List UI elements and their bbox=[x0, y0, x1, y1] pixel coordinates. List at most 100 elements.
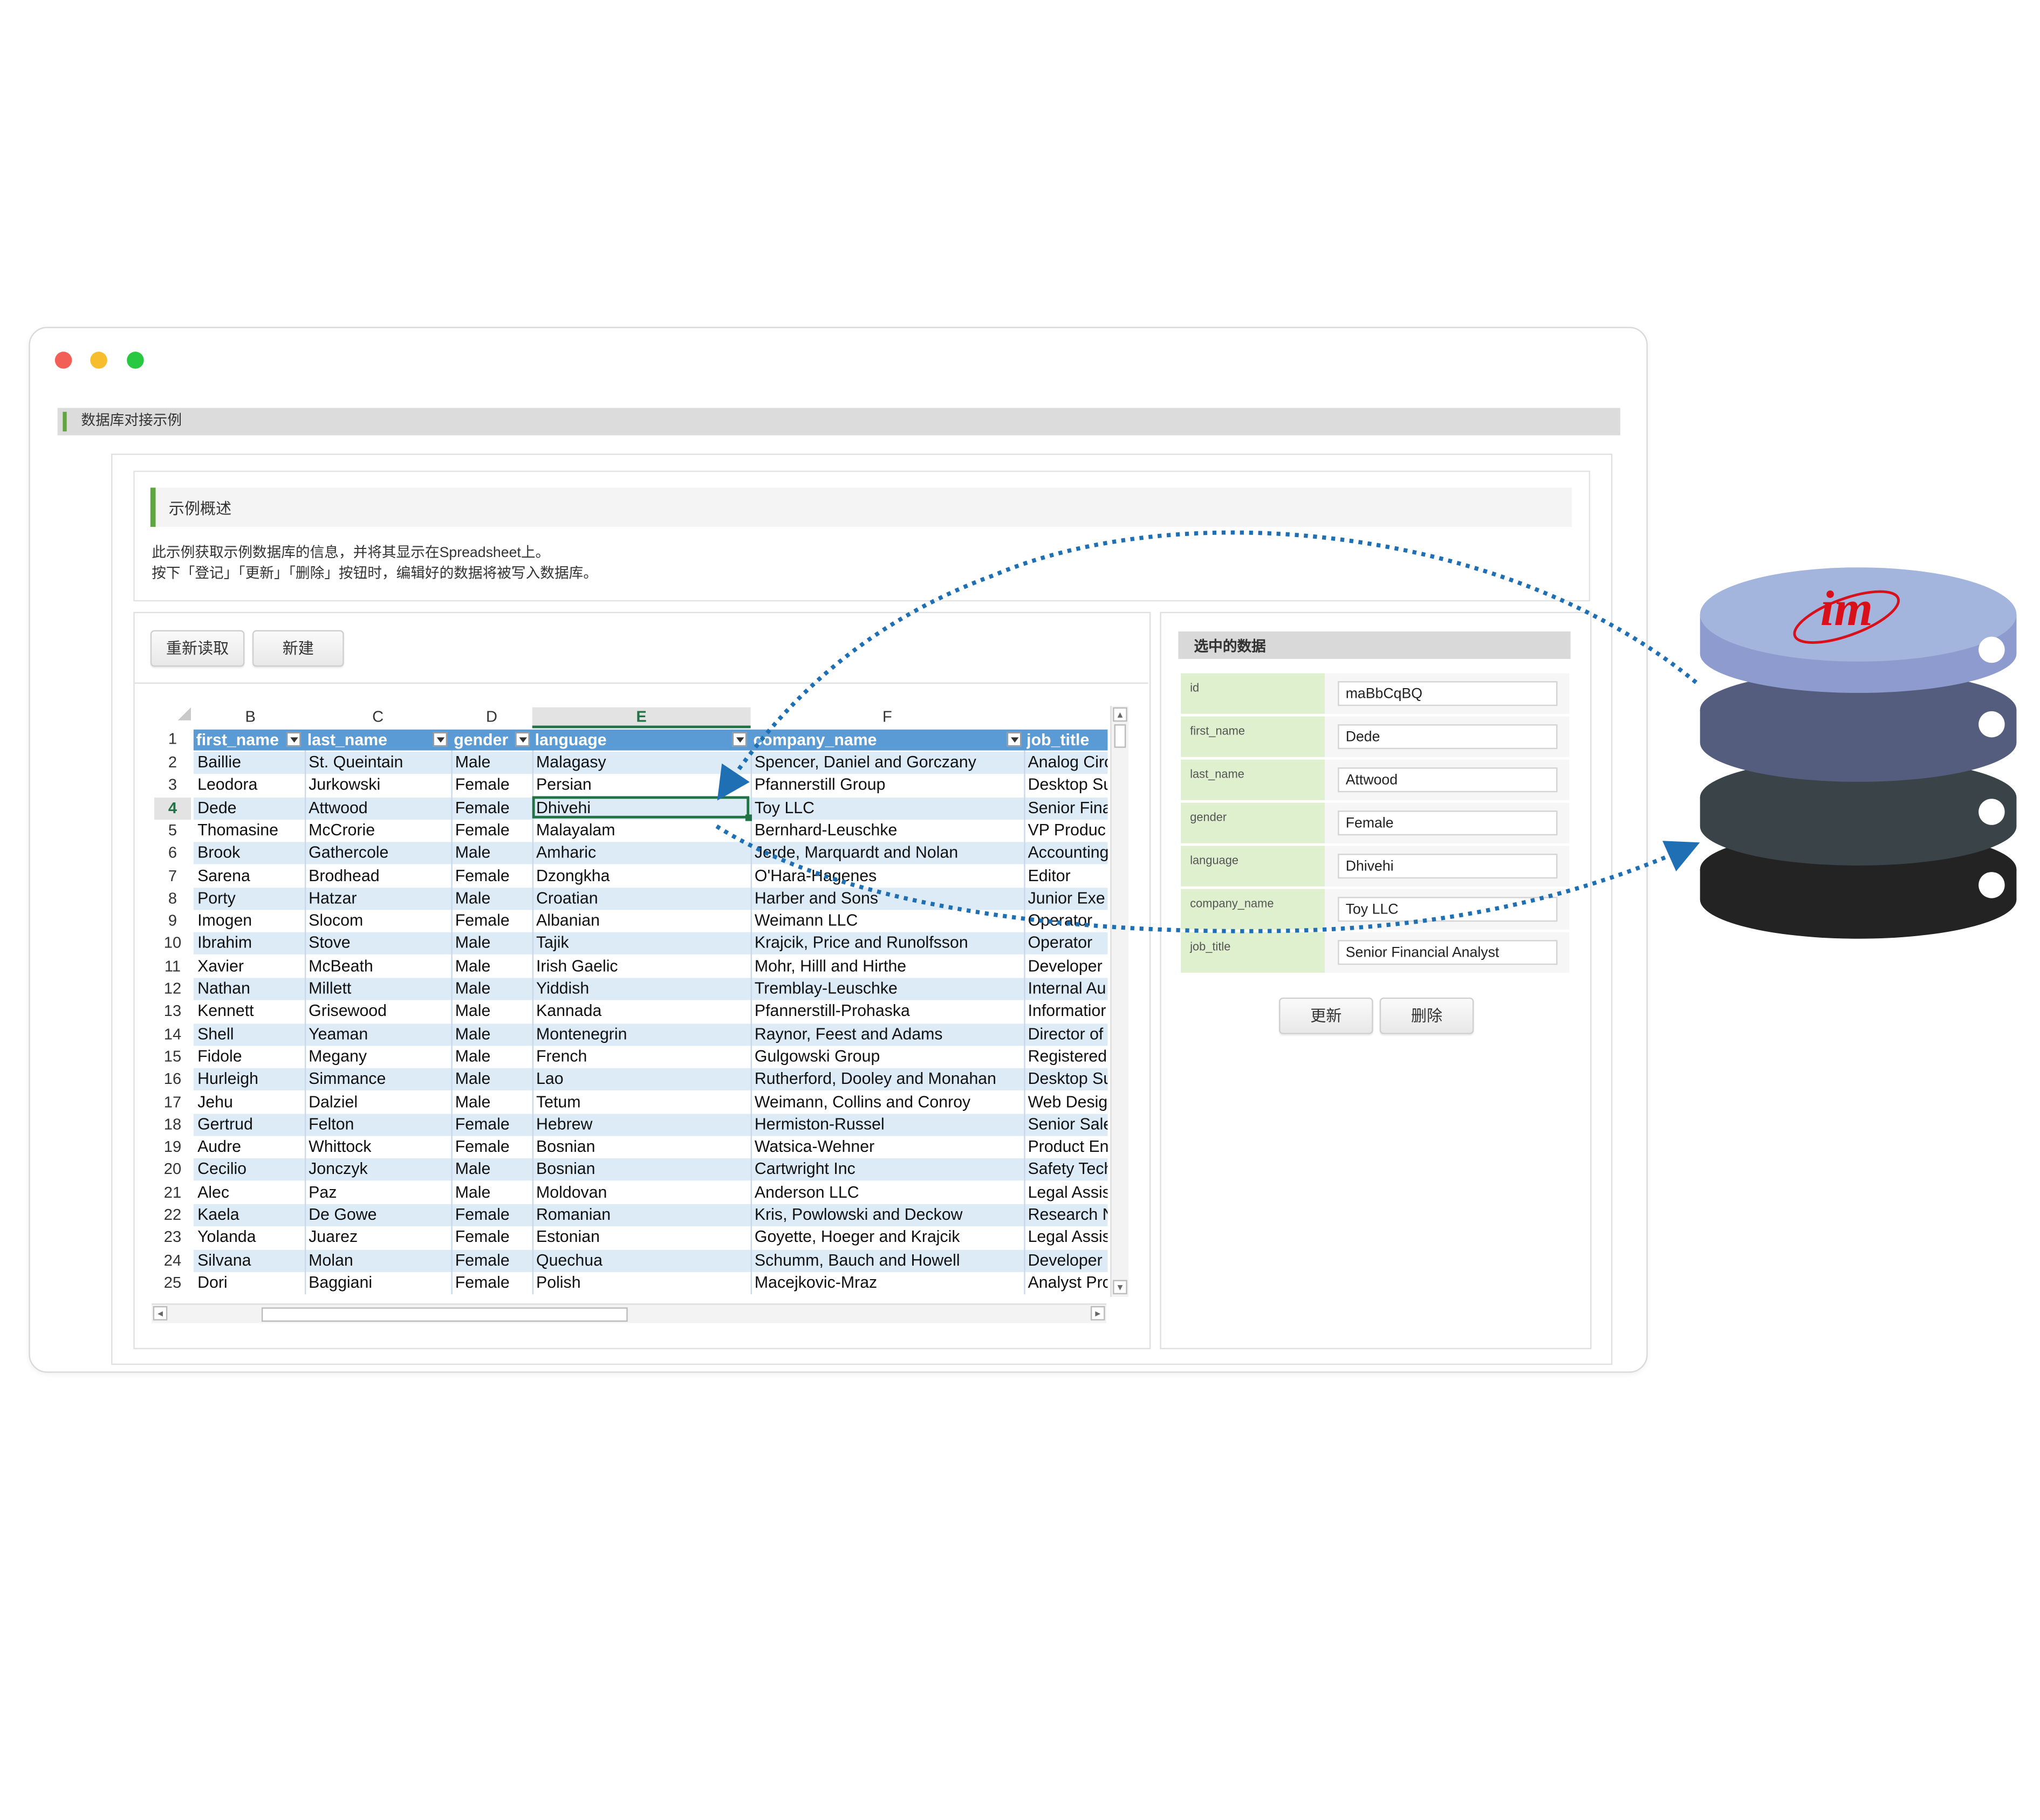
table-cell[interactable]: Imogen bbox=[197, 911, 252, 930]
table-cell[interactable]: Attwood bbox=[309, 798, 368, 817]
table-cell[interactable]: Female bbox=[455, 866, 510, 885]
table-cell[interactable]: Sarena bbox=[197, 866, 250, 885]
table-cell[interactable]: Simmance bbox=[309, 1069, 386, 1088]
reload-button[interactable]: 重新读取 bbox=[150, 630, 245, 667]
table-cell[interactable]: Male bbox=[455, 1092, 491, 1111]
table-cell[interactable]: Kris, Powlowski and Deckow bbox=[754, 1205, 963, 1224]
first-name-input[interactable]: Dede bbox=[1338, 724, 1558, 750]
table-cell[interactable]: Mohr, Hilll and Hirthe bbox=[754, 956, 907, 975]
table-cell[interactable]: Accounting bbox=[1028, 843, 1108, 862]
row-number[interactable]: 1 bbox=[168, 729, 177, 748]
table-cell[interactable]: Gathercole bbox=[309, 843, 389, 862]
row-number[interactable]: 23 bbox=[163, 1228, 182, 1247]
table-cell[interactable]: Male bbox=[455, 843, 491, 862]
table-cell[interactable]: Cecilio bbox=[197, 1160, 247, 1179]
table-cell[interactable]: Bosnian bbox=[536, 1160, 595, 1179]
table-cell[interactable]: Analog Circ bbox=[1028, 753, 1108, 772]
row-number[interactable]: 21 bbox=[163, 1183, 182, 1201]
table-cell[interactable]: Developer bbox=[1028, 1251, 1103, 1269]
fill-handle[interactable] bbox=[745, 814, 752, 821]
minimize-window-button[interactable] bbox=[90, 352, 107, 369]
table-cell[interactable]: Male bbox=[455, 933, 491, 952]
table-row[interactable] bbox=[193, 1226, 1108, 1249]
table-cell[interactable]: Albanian bbox=[536, 911, 600, 930]
table-cell[interactable]: Molan bbox=[309, 1251, 353, 1269]
table-header-cell[interactable]: last_name bbox=[307, 731, 388, 750]
table-cell[interactable]: Female bbox=[455, 775, 510, 794]
table-cell[interactable]: Legal Assis bbox=[1028, 1183, 1108, 1201]
table-cell[interactable]: De Gowe bbox=[309, 1205, 377, 1224]
table-cell[interactable]: Bosnian bbox=[536, 1137, 595, 1156]
table-cell[interactable]: Estonian bbox=[536, 1228, 600, 1247]
row-number[interactable]: 16 bbox=[163, 1069, 182, 1088]
new-button[interactable]: 新建 bbox=[252, 630, 344, 667]
filter-dropdown-icon[interactable] bbox=[515, 732, 530, 747]
table-row[interactable] bbox=[193, 1068, 1108, 1091]
table-cell[interactable]: Editor bbox=[1028, 866, 1071, 885]
table-cell[interactable]: Tajik bbox=[536, 933, 569, 952]
table-row[interactable] bbox=[193, 1023, 1108, 1046]
table-cell[interactable]: Male bbox=[455, 956, 491, 975]
table-cell[interactable]: Anderson LLC bbox=[754, 1183, 859, 1201]
job-title-input[interactable]: Senior Financial Analyst bbox=[1338, 940, 1558, 965]
table-cell[interactable]: Kaela bbox=[197, 1205, 239, 1224]
table-cell[interactable]: Desktop Su bbox=[1028, 775, 1108, 794]
row-number[interactable]: 24 bbox=[163, 1251, 182, 1269]
table-cell[interactable]: Jonczyk bbox=[309, 1160, 368, 1179]
table-cell[interactable]: Developer bbox=[1028, 956, 1103, 975]
table-cell[interactable]: Polish bbox=[536, 1273, 581, 1292]
table-cell[interactable]: Kennett bbox=[197, 1001, 254, 1020]
table-cell[interactable]: Operator bbox=[1028, 933, 1093, 952]
horizontal-scroll-thumb[interactable] bbox=[261, 1307, 628, 1322]
table-cell[interactable]: Weimann, Collins and Conroy bbox=[754, 1092, 971, 1111]
table-cell[interactable]: Cartwright Inc bbox=[754, 1160, 855, 1179]
table-cell[interactable]: Yeaman bbox=[309, 1024, 368, 1043]
row-number[interactable]: 18 bbox=[163, 1115, 182, 1134]
filter-dropdown-icon[interactable] bbox=[1007, 732, 1022, 747]
table-cell[interactable]: Weimann LLC bbox=[754, 911, 858, 930]
table-cell[interactable]: Whittock bbox=[309, 1137, 372, 1156]
table-cell[interactable]: Male bbox=[455, 1047, 491, 1066]
row-number[interactable]: 12 bbox=[163, 979, 182, 998]
table-cell[interactable]: Hermiston-Russel bbox=[754, 1115, 885, 1134]
table-cell[interactable]: Millett bbox=[309, 979, 352, 998]
table-row[interactable] bbox=[193, 1249, 1108, 1272]
row-number[interactable]: 20 bbox=[163, 1160, 182, 1179]
table-cell[interactable]: Slocom bbox=[309, 911, 364, 930]
maximize-window-button[interactable] bbox=[127, 352, 144, 369]
table-cell[interactable]: Yolanda bbox=[197, 1228, 256, 1247]
table-cell[interactable]: Director of bbox=[1028, 1024, 1104, 1043]
row-number[interactable]: 13 bbox=[163, 1001, 182, 1020]
table-cell[interactable]: McBeath bbox=[309, 956, 373, 975]
table-cell[interactable]: Male bbox=[455, 979, 491, 998]
table-cell[interactable]: Female bbox=[455, 1251, 510, 1269]
table-cell[interactable]: Female bbox=[455, 821, 510, 840]
table-cell[interactable]: Pfannerstill-Prohaska bbox=[754, 1001, 910, 1020]
language-input[interactable]: Dhivehi bbox=[1338, 854, 1558, 879]
table-cell[interactable]: Web Desig bbox=[1028, 1092, 1108, 1111]
table-cell[interactable]: Leodora bbox=[197, 775, 258, 794]
table-cell[interactable]: Hurleigh bbox=[197, 1069, 258, 1088]
column-header-f[interactable]: F bbox=[882, 707, 892, 726]
table-header-cell[interactable]: company_name bbox=[753, 731, 877, 750]
table-cell[interactable]: Stove bbox=[309, 933, 351, 952]
row-number[interactable]: 8 bbox=[168, 889, 177, 908]
table-cell[interactable]: St. Queintain bbox=[309, 753, 403, 772]
selected-cell[interactable] bbox=[532, 796, 750, 819]
table-cell[interactable]: Lao bbox=[536, 1069, 564, 1088]
table-cell[interactable]: Yiddish bbox=[536, 979, 590, 998]
table-cell[interactable]: Gulgowski Group bbox=[754, 1047, 880, 1066]
table-row[interactable] bbox=[193, 796, 1108, 820]
table-cell[interactable]: Informatior bbox=[1028, 1001, 1106, 1020]
table-cell[interactable]: French bbox=[536, 1047, 587, 1066]
row-number[interactable]: 5 bbox=[168, 821, 177, 840]
table-cell[interactable]: Rutherford, Dooley and Monahan bbox=[754, 1069, 997, 1088]
table-cell[interactable]: Xavier bbox=[197, 956, 244, 975]
table-cell[interactable]: Felton bbox=[309, 1115, 354, 1134]
table-row[interactable] bbox=[193, 1046, 1108, 1068]
table-cell[interactable]: Watsica-Wehner bbox=[754, 1137, 875, 1156]
table-cell[interactable]: Megany bbox=[309, 1047, 367, 1066]
table-cell[interactable]: Montenegrin bbox=[536, 1024, 627, 1043]
scroll-right-button[interactable]: ▸ bbox=[1090, 1306, 1105, 1321]
table-cell[interactable]: O'Hara-Hagenes bbox=[754, 866, 877, 885]
